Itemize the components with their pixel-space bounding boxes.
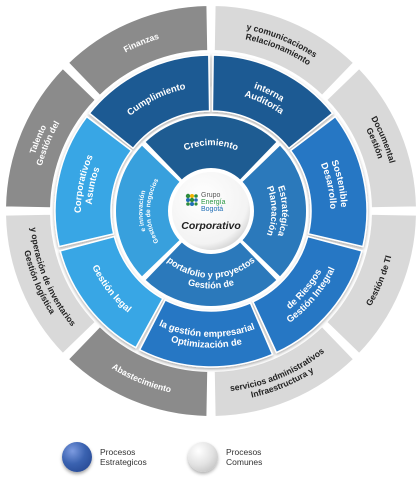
center-title: Corporativo [181, 220, 241, 232]
strategic-segment-shape [54, 115, 133, 248]
geb-logo-icon [185, 193, 198, 206]
inner-label-gesti-n-de-negocios-e-innovaci-n-line2: e innovación [137, 190, 147, 233]
inner-label-gesti-n-de-portafolio-y-proyectos-line1: Gestión de [187, 277, 235, 290]
strategic-segment-shape [289, 115, 368, 248]
inner-label-planeaci-n-estrat-gica-line2: Estratégica [276, 184, 291, 239]
outer-segment-finanzas: Finanzas [66, 4, 210, 98]
legend-label-common-line1: Procesos [226, 447, 262, 457]
legend-swatch-common [188, 442, 218, 472]
outer-segment-shape [66, 324, 210, 418]
strategic-segment-gesti-n-legal: Gestión legal [59, 235, 164, 349]
outer-segment-shape [4, 66, 98, 210]
logo-text-line1: Grupo [201, 192, 221, 199]
legend-swatch-strategic [62, 442, 92, 472]
logo-text-line2: Energía [201, 199, 226, 206]
inner-label-crecimiento: Crecimiento [182, 137, 240, 152]
legend-label-strategic-line2: Estrategicos [100, 457, 147, 467]
legend-label-common-line2: Comunes [226, 457, 263, 467]
outer-segment-shape [324, 66, 418, 210]
outer-segment-abastecimiento: Abastecimiento [66, 324, 210, 418]
inner-segment-crecimiento: Crecimiento [142, 114, 280, 183]
legend-item-strategic: Procesos Estrategicos [62, 442, 147, 472]
outer-segment-shape [324, 212, 418, 356]
inner-segment-shape [142, 114, 280, 183]
strategic-segment-shape [211, 54, 334, 150]
outer-segment-shape [212, 4, 356, 98]
legend-item-common: Procesos Comunes [188, 442, 262, 472]
inner-ring: CrecimientoPlaneaciónEstratégicaGestión … [114, 114, 308, 308]
inner-segment-shape [142, 239, 280, 308]
strategic-segment-shape [251, 235, 363, 354]
strategic-ring: CumplimientoAuditoríainternaDesarrolloSo… [54, 54, 368, 368]
center-circle [170, 170, 252, 252]
outer-segment-gesti-n-de-ti: Gestión de TI [324, 212, 418, 356]
inner-label-planeaci-n-estrat-gica-line1: Planeación [265, 184, 280, 237]
inner-segment-shape [239, 142, 308, 280]
outer-segment-shape [66, 4, 210, 98]
outer-segment-shape [4, 212, 98, 356]
strategic-segment-shape [88, 54, 211, 150]
logo-text-line3: Bogotá [201, 206, 223, 213]
strategic-segment-shape [138, 298, 274, 368]
strategic-segment-cumplimiento: Cumplimiento [88, 54, 211, 150]
outer-segment-shape [212, 324, 356, 418]
strategic-segment-shape [59, 235, 164, 349]
inner-segment-shape [114, 142, 183, 280]
legend-label-strategic-line1: Procesos [100, 447, 136, 457]
